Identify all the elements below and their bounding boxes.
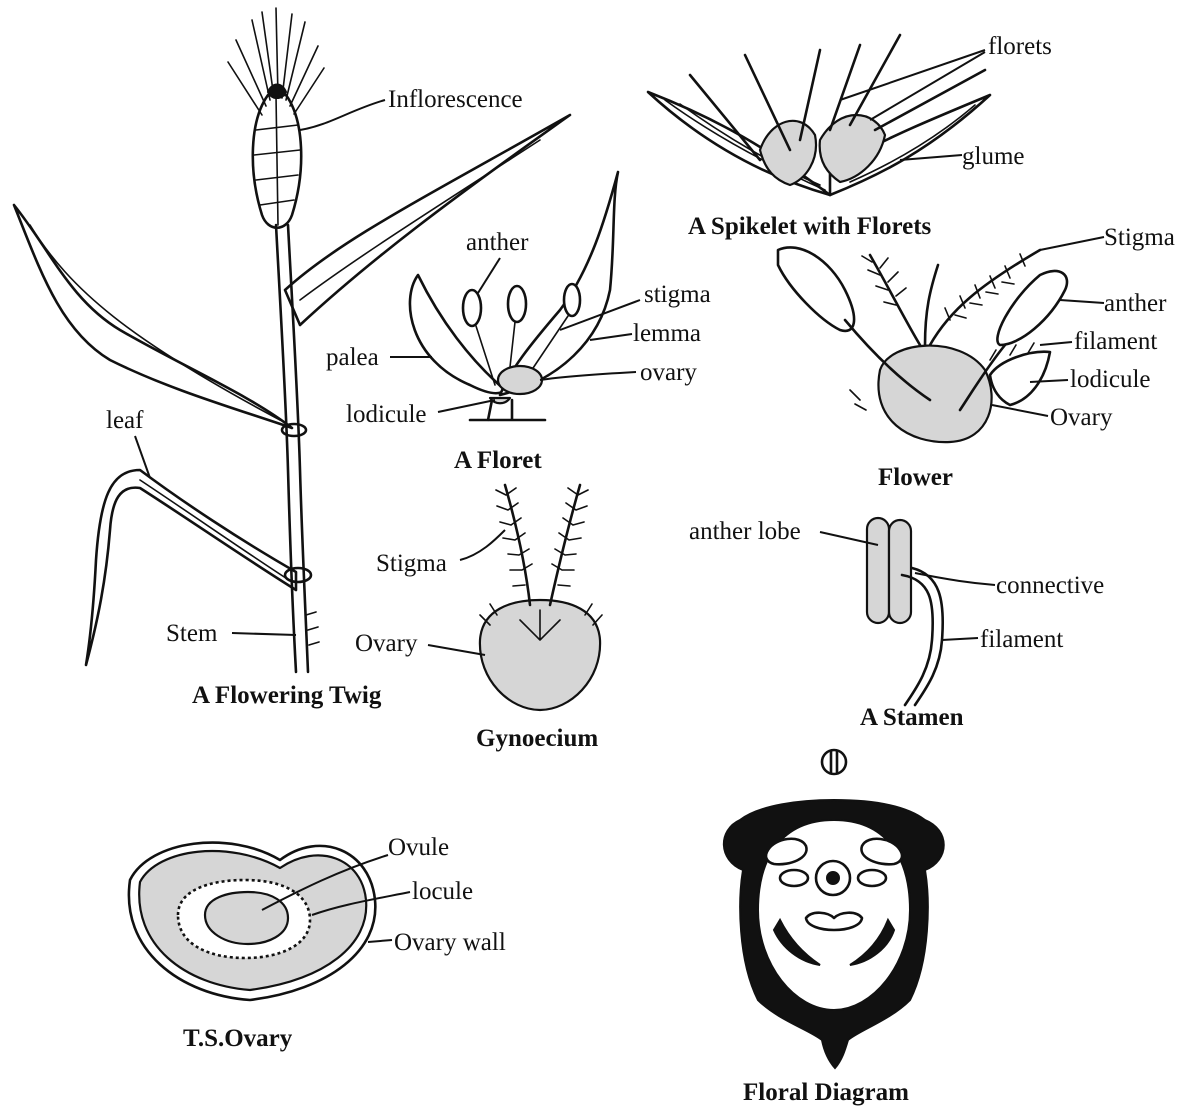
label-ovule: Ovule: [388, 834, 449, 861]
twig-leaf-left: [14, 205, 292, 428]
leader-gynoecium-ovary: [428, 645, 485, 655]
label-gynoecium-stigma: Stigma: [376, 550, 447, 577]
label-florets: florets: [988, 33, 1052, 60]
floret-lemma: [500, 172, 618, 395]
floral-glume-right: [850, 920, 894, 965]
leader-stamen-filament: [942, 638, 978, 640]
leader-flower-stigma: [1040, 237, 1104, 250]
label-flower-anther: anther: [1104, 290, 1167, 317]
gynoecium-figure: Stigma Ovary Gynoecium: [355, 485, 602, 752]
floret-anther: [463, 290, 481, 326]
caption-stamen: A Stamen: [860, 704, 964, 731]
leader-flower-anther: [1060, 300, 1104, 303]
flower-lodicule: [990, 352, 1050, 405]
label-stem: Stem: [166, 620, 218, 647]
label-flower-lodicule: lodicule: [1070, 366, 1151, 393]
ts-ovary-figure: Ovule locule Ovary wall T.S.Ovary: [129, 834, 506, 1052]
floral-bract: [724, 800, 944, 1068]
label-glume: glume: [962, 143, 1025, 170]
floral-lodicule-left: [780, 870, 808, 886]
stamen-anther-lobe: [867, 518, 889, 623]
label-anther-lobe: anther lobe: [689, 518, 801, 545]
gynoecium-stigma: [505, 485, 580, 605]
caption-flowering-twig: A Flowering Twig: [192, 682, 382, 709]
floret-anther: [564, 284, 580, 316]
caption-flower: Flower: [878, 464, 953, 491]
leader-ovary: [540, 372, 636, 380]
flower-anther-left: [778, 247, 854, 331]
spikelet-figure: florets glume A Spikelet with Florets: [648, 33, 1052, 240]
floret-ovary: [498, 366, 542, 394]
label-connective: connective: [996, 572, 1104, 599]
label-anther: anther: [466, 229, 529, 256]
floret-anther: [508, 286, 526, 322]
floral-stamen: [806, 913, 862, 930]
flower-anther-right: [997, 271, 1067, 345]
caption-spikelet: A Spikelet with Florets: [688, 213, 932, 240]
stamen-anther-lobe: [889, 520, 911, 623]
label-lodicule: lodicule: [346, 401, 427, 428]
leader-lemma: [590, 334, 632, 340]
caption-floral-diagram: Floral Diagram: [743, 1079, 909, 1106]
leader-gynoecium-stigma: [460, 530, 505, 560]
spikelet-floret: [760, 121, 816, 185]
leader-connective: [915, 573, 995, 585]
label-gynoecium-ovary: Ovary: [355, 630, 418, 657]
label-palea: palea: [326, 344, 379, 371]
flower-figure: Stigma anther filament lodicule Ovary Fl…: [778, 224, 1175, 491]
label-stamen-filament: filament: [980, 626, 1063, 653]
label-ovary: ovary: [640, 359, 697, 386]
label-lemma: lemma: [633, 320, 701, 347]
leader-inflorescence: [300, 100, 385, 130]
twig-spike: [228, 8, 324, 228]
label-locule: locule: [412, 878, 473, 905]
leader-anther: [478, 258, 500, 293]
floral-lodicule-right: [858, 870, 886, 886]
caption-floret: A Floret: [454, 447, 542, 474]
label-ovary-wall: Ovary wall: [394, 929, 506, 956]
label-flower-stigma: Stigma: [1104, 224, 1175, 251]
floral-diagram-figure: Floral Diagram: [724, 750, 944, 1106]
ts-ovary-ovule: [205, 892, 288, 944]
label-flower-filament: filament: [1074, 328, 1157, 355]
floret-figure: anther stigma lemma palea ovary lodicule…: [326, 172, 711, 474]
stamen-figure: anther lobe connective filament A Stamen: [689, 518, 1104, 731]
caption-gynoecium: Gynoecium: [476, 725, 598, 752]
label-stigma: stigma: [644, 281, 711, 308]
leader-flower-ovary: [992, 405, 1048, 416]
leader-stem: [232, 633, 296, 635]
mother-axis: [822, 750, 846, 774]
flower-ovary: [878, 346, 991, 443]
leader-ovary-wall: [368, 940, 392, 942]
floret-palea: [410, 275, 505, 393]
leader-lodicule: [438, 400, 495, 412]
caption-ts-ovary: T.S.Ovary: [183, 1025, 293, 1052]
label-leaf: leaf: [106, 407, 144, 434]
label-inflorescence: Inflorescence: [388, 86, 523, 113]
leader-flower-filament: [1040, 342, 1072, 345]
label-flower-ovary: Ovary: [1050, 404, 1113, 431]
